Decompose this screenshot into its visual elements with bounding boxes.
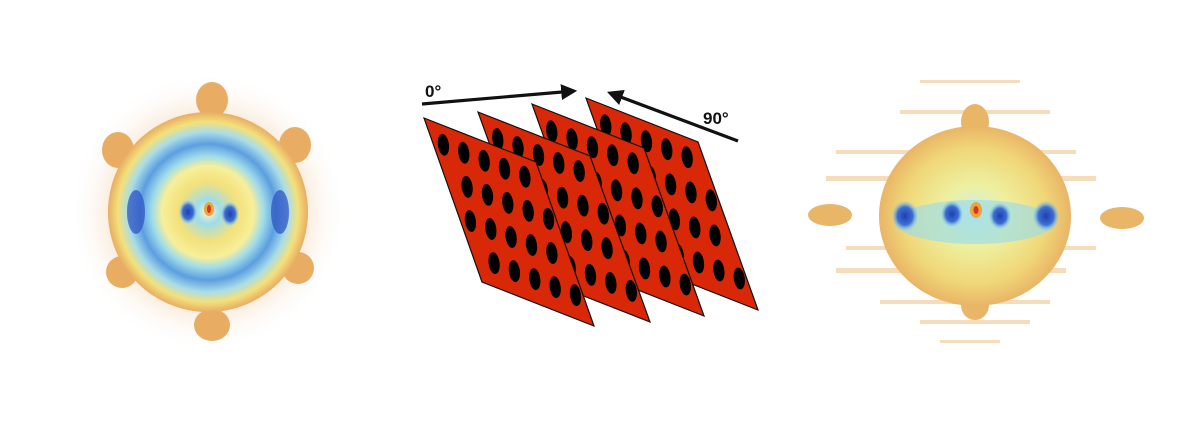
hole [601, 237, 613, 260]
arrow-0-label: 0° [425, 82, 441, 101]
hole [640, 130, 653, 153]
hole [569, 284, 582, 307]
hole [512, 136, 524, 158]
hole [481, 183, 494, 206]
hole [542, 207, 555, 230]
hole [584, 263, 597, 286]
hole [532, 144, 545, 166]
lobed-spots [892, 201, 1059, 231]
hole [655, 230, 667, 253]
hole [705, 189, 717, 212]
sheet-1-holes [437, 133, 582, 307]
hole [689, 216, 701, 239]
hole [492, 128, 504, 150]
hole [581, 229, 593, 252]
sheet-1 [422, 116, 596, 328]
lobed-diffraction-pattern [808, 80, 1144, 343]
hole [664, 173, 677, 196]
sheet-stack-schematic: 0° 90° [421, 82, 760, 328]
hole [461, 175, 473, 198]
hole [638, 257, 651, 280]
hole [505, 226, 517, 248]
hole [560, 221, 573, 244]
hole [627, 152, 639, 175]
outer-ring-dark-arcs [127, 190, 289, 234]
hole [553, 152, 565, 174]
hole [502, 191, 514, 214]
hole [607, 144, 619, 167]
hole [485, 218, 497, 240]
arrow-0: 0° [421, 82, 578, 106]
hole [546, 120, 558, 143]
hole [635, 222, 647, 245]
hole [586, 136, 599, 159]
equatorial-band [895, 200, 1055, 244]
hole [692, 251, 705, 274]
hole [709, 224, 721, 247]
hole [519, 165, 531, 188]
hole [498, 157, 511, 180]
hole [685, 181, 697, 204]
hole [620, 122, 632, 145]
hole [464, 210, 477, 232]
hole [625, 279, 637, 302]
hole [556, 186, 569, 209]
hole [546, 242, 558, 264]
hole [566, 128, 578, 151]
hole [437, 133, 450, 156]
hole [661, 138, 673, 161]
hole [597, 202, 609, 225]
hole [488, 252, 500, 275]
hole [600, 114, 612, 137]
hole [458, 141, 470, 164]
hole [478, 149, 490, 172]
hole [549, 276, 561, 299]
hole [679, 273, 691, 296]
arrow-90: 90° [607, 90, 739, 143]
hole [577, 194, 589, 217]
arrow-90-label: 90° [703, 109, 729, 128]
hole [508, 260, 521, 283]
hole [651, 195, 663, 218]
hole [659, 265, 671, 288]
hole [713, 259, 725, 282]
hole [522, 199, 534, 222]
central-spots [179, 200, 239, 226]
hole [733, 267, 745, 290]
hole [605, 271, 617, 294]
hole [610, 179, 623, 202]
hole [529, 268, 541, 291]
hole [681, 146, 693, 169]
hole [573, 160, 585, 182]
hole [631, 187, 643, 210]
hole [525, 234, 538, 256]
ring-diffraction-pattern [68, 72, 348, 352]
